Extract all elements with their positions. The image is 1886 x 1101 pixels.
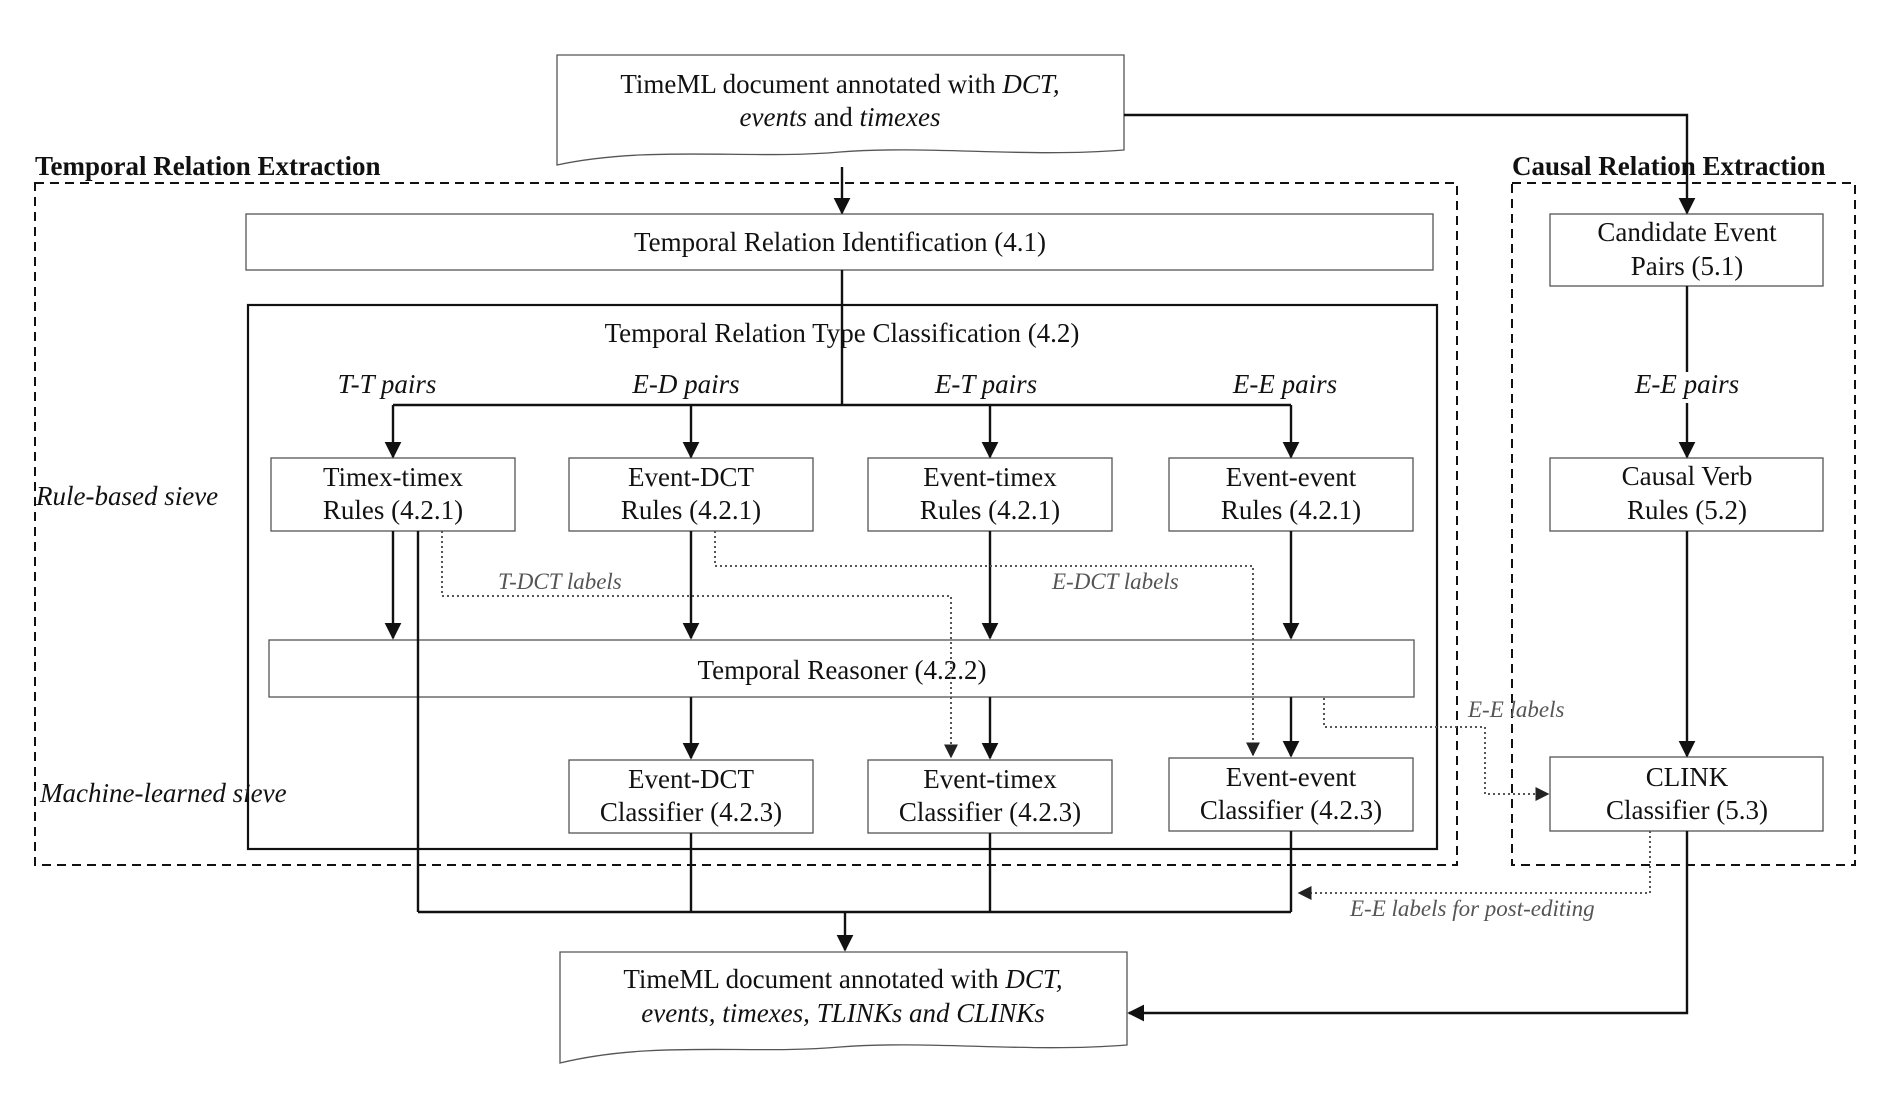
svg-text:Rules (5.2): Rules (5.2) bbox=[1627, 495, 1747, 525]
svg-text:Classifier (4.2.3): Classifier (4.2.3) bbox=[600, 797, 782, 827]
ee-pairs-label: E-E pairs bbox=[1232, 369, 1337, 399]
tt-pairs-label: T-T pairs bbox=[338, 369, 437, 399]
event-timex-classifier: Event-timex Classifier (4.2.3) bbox=[867, 759, 1113, 834]
causal-verb-rules: Causal Verb Rules (5.2) bbox=[1549, 457, 1824, 532]
causal-ee-pairs-label: E-E pairs bbox=[1634, 369, 1739, 399]
event-dct-classifier: Event-DCT Classifier (4.2.3) bbox=[568, 759, 814, 834]
svg-text:CLINK: CLINK bbox=[1646, 762, 1729, 792]
svg-text:Rules (4.2.1): Rules (4.2.1) bbox=[1221, 495, 1361, 525]
svg-text:Candidate Event: Candidate Event bbox=[1597, 217, 1777, 247]
dotted-ee-flow bbox=[1323, 698, 1550, 801]
clink-classifier: CLINK Classifier (5.3) bbox=[1549, 756, 1824, 832]
svg-text:Event-DCT: Event-DCT bbox=[628, 462, 754, 492]
event-dct-rules: Event-DCT Rules (4.2.1) bbox=[568, 457, 814, 532]
svg-text:Classifier (4.2.3): Classifier (4.2.3) bbox=[1200, 795, 1382, 825]
event-event-rules: Event-event Rules (4.2.1) bbox=[1168, 457, 1414, 532]
tdct-labels-text: T-DCT labels bbox=[498, 569, 622, 594]
input-document: TimeML document annotated with DCT, even… bbox=[556, 54, 1125, 166]
svg-text:Causal Verb: Causal Verb bbox=[1622, 461, 1753, 491]
ee-post-editing-labels-text: E-E labels for post-editing bbox=[1349, 896, 1595, 921]
svg-text:Event-event: Event-event bbox=[1226, 762, 1357, 792]
output-document-line2: events, timexes, TLINKs and CLINKs bbox=[641, 998, 1045, 1028]
svg-text:Event-timex: Event-timex bbox=[923, 764, 1057, 794]
edct-labels-text: E-DCT labels bbox=[1051, 569, 1179, 594]
machine-learned-sieve-label: Machine-learned sieve bbox=[39, 778, 287, 808]
event-event-classifier: Event-event Classifier (4.2.3) bbox=[1168, 757, 1414, 832]
rule-based-sieve-label: Rule-based sieve bbox=[35, 481, 218, 511]
temporal-reasoner-box bbox=[268, 639, 1415, 698]
dotted-ee-post-editing-flow bbox=[1297, 831, 1651, 900]
identification-label: Temporal Relation Identification (4.1) bbox=[634, 227, 1046, 257]
svg-text:Classifier (5.3): Classifier (5.3) bbox=[1606, 795, 1768, 825]
et-pairs-label: E-T pairs bbox=[934, 369, 1037, 399]
input-document-line1: TimeML document annotated with DCT, bbox=[620, 69, 1059, 99]
temporal-extraction-region bbox=[34, 182, 1458, 866]
svg-text:Rules (4.2.1): Rules (4.2.1) bbox=[920, 495, 1060, 525]
svg-text:Pairs (5.1): Pairs (5.1) bbox=[1631, 251, 1743, 281]
svg-text:Classifier (4.2.3): Classifier (4.2.3) bbox=[899, 797, 1081, 827]
timex-timex-rules: Timex-timex Rules (4.2.1) bbox=[270, 457, 516, 532]
arrow-clink-to-output bbox=[1127, 831, 1689, 1022]
svg-text:Event-DCT: Event-DCT bbox=[628, 764, 754, 794]
svg-text:Timex-timex: Timex-timex bbox=[323, 462, 464, 492]
svg-text:Rules (4.2.1): Rules (4.2.1) bbox=[621, 495, 761, 525]
arrow-input-to-candidate-pairs bbox=[1124, 113, 1696, 215]
event-timex-rules: Event-timex Rules (4.2.1) bbox=[867, 457, 1113, 532]
ed-pairs-label: E-D pairs bbox=[631, 369, 739, 399]
svg-text:Rules (4.2.1): Rules (4.2.1) bbox=[323, 495, 463, 525]
svg-text:Event-event: Event-event bbox=[1226, 462, 1357, 492]
causal-section-title: Causal Relation Extraction bbox=[1512, 151, 1826, 181]
temporal-section-title: Temporal Relation Extraction bbox=[35, 151, 380, 181]
causal-extraction-region bbox=[1511, 182, 1856, 866]
input-document-line2: events and timexes bbox=[740, 102, 941, 132]
ee-labels-text: E-E labels bbox=[1467, 697, 1564, 722]
temporal-reasoner-label: Temporal Reasoner (4.2.2) bbox=[697, 655, 986, 685]
svg-text:Event-timex: Event-timex bbox=[923, 462, 1057, 492]
output-document-line1: TimeML document annotated with DCT, bbox=[623, 964, 1062, 994]
candidate-event-pairs: Candidate Event Pairs (5.1) bbox=[1549, 213, 1824, 287]
output-document: TimeML document annotated with DCT, even… bbox=[559, 951, 1128, 1064]
